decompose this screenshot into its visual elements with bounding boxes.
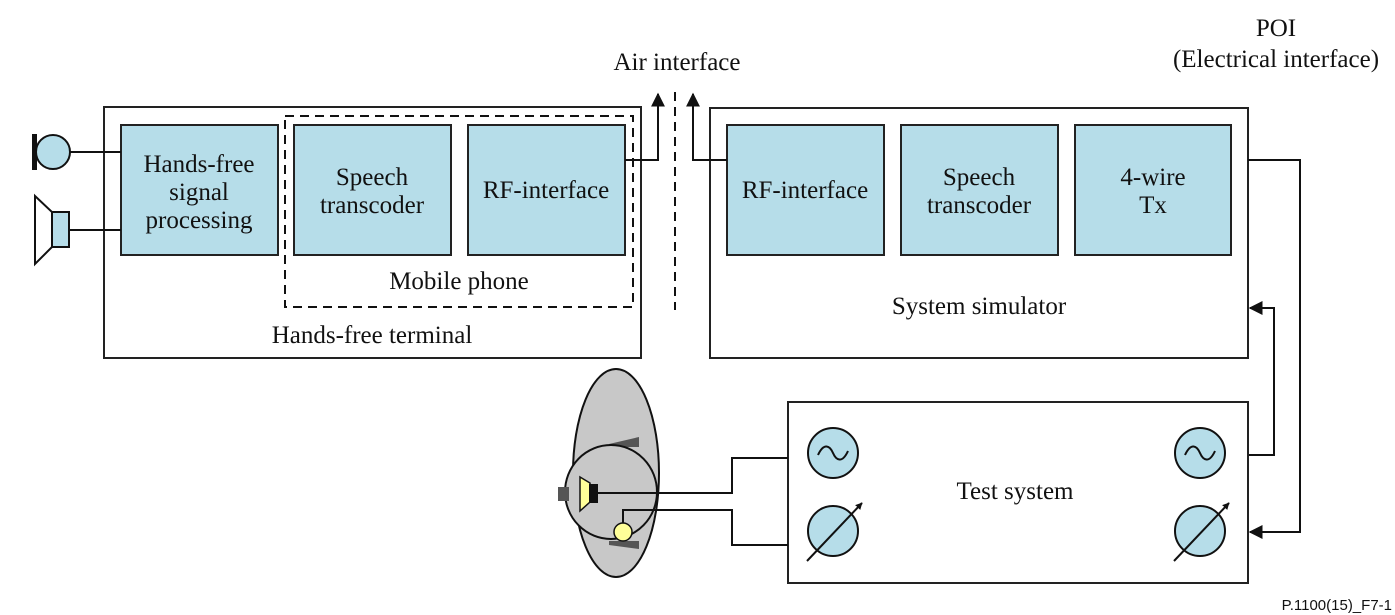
microphone-icon: [32, 134, 71, 170]
sine-generator-icon: [807, 427, 859, 479]
svg-text:Hands-free: Hands-free: [143, 151, 254, 178]
terminal-air-link: [625, 92, 665, 161]
poi-label: POI: [1256, 15, 1296, 42]
svg-text:processing: processing: [146, 207, 253, 234]
hf-signal-processing-block: Hands-free signal processing: [120, 124, 279, 256]
head-mic-link: [622, 509, 788, 546]
meter-icon: [1173, 502, 1230, 562]
svg-text:Speech: Speech: [336, 164, 409, 191]
loudspeaker-icon: [34, 193, 70, 267]
hands-free-terminal-label: Hands-free terminal: [272, 322, 473, 349]
sine-generator-icon: [1174, 427, 1226, 479]
poi-input-link: [1248, 301, 1275, 456]
artificial-head-icon: [558, 368, 660, 578]
terminal-speech-transcoder-block: Speech transcoder: [293, 124, 452, 256]
svg-text:signal: signal: [169, 179, 229, 206]
poi-output-link: [1248, 159, 1301, 539]
head-speaker-link: [598, 457, 788, 494]
svg-text:RF-interface: RF-interface: [483, 177, 609, 204]
simulator-speech-transcoder-block: Speech transcoder: [900, 124, 1059, 256]
svg-text:RF-interface: RF-interface: [742, 177, 868, 204]
poi-sublabel: (Electrical interface): [1173, 46, 1379, 73]
system-simulator-label: System simulator: [892, 293, 1067, 320]
mobile-phone-label: Mobile phone: [389, 268, 529, 295]
svg-text:Tx: Tx: [1139, 192, 1167, 219]
figure-id: P.1100(15)_F7-1: [1282, 597, 1392, 614]
svg-text:Speech: Speech: [943, 164, 1016, 191]
svg-text:transcoder: transcoder: [927, 192, 1032, 219]
simulator-air-link: [686, 92, 727, 161]
air-interface-label: Air interface: [613, 49, 740, 76]
mobile-phone-frame: [284, 115, 634, 308]
meter-icon: [806, 502, 863, 562]
test-system-frame: [787, 401, 1249, 584]
svg-text:transcoder: transcoder: [320, 192, 425, 219]
test-system-label: Test system: [957, 478, 1075, 505]
simulator-4wire-tx-block: 4-wire Tx: [1074, 124, 1232, 256]
svg-text:4-wire: 4-wire: [1120, 164, 1185, 191]
simulator-rf-interface-block: RF-interface: [726, 124, 885, 256]
terminal-rf-interface-block: RF-interface: [467, 124, 626, 256]
